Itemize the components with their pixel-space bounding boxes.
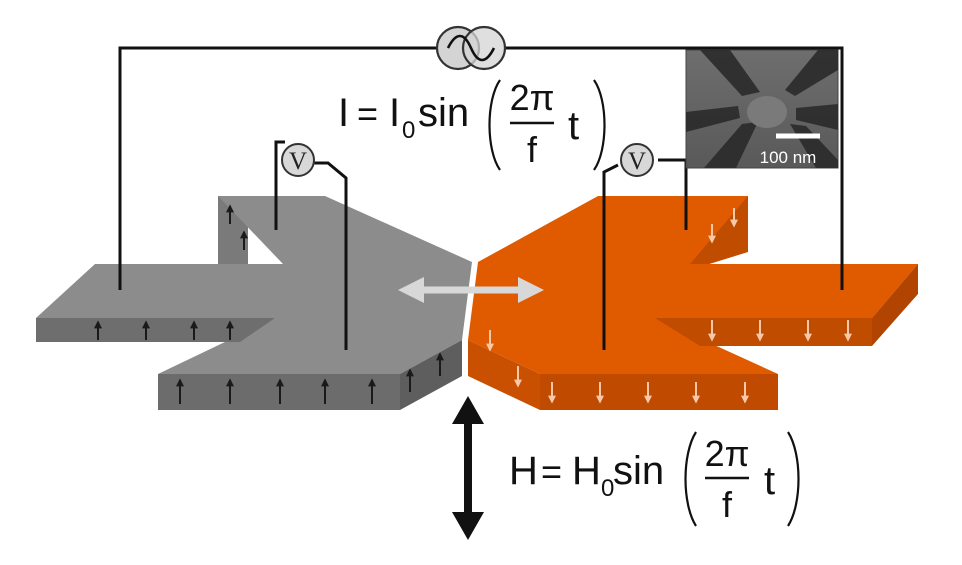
eq-current-denominator: f [527, 129, 538, 170]
eq-current-equals: = [357, 93, 378, 134]
eq-field-amplitude: H [572, 449, 601, 493]
left-lower-arm-side [400, 340, 462, 410]
right-electrode-top [468, 196, 918, 374]
eq-current-amplitude: I [389, 91, 400, 135]
double-arrow-icon [452, 396, 484, 540]
right-electrode [468, 196, 918, 410]
current-wire [118, 46, 437, 290]
eq-field-amplitude-sub: 0 [601, 475, 614, 502]
left-electrode [36, 196, 472, 410]
eq-current-amplitude-sub: 0 [402, 117, 415, 144]
voltmeter-right-label: V [628, 148, 646, 175]
eq-current-numerator: 2π [510, 77, 555, 118]
ac-source-icon [435, 25, 507, 71]
left-left-arm-front [36, 318, 275, 342]
eq-field-equals: = [541, 451, 562, 492]
voltmeter-left: V [281, 143, 315, 177]
current-equation: I = I 0 sin 2π f t [338, 77, 606, 171]
voltmeter-right-wire [602, 163, 619, 350]
right-right-arm-end [872, 264, 918, 346]
sem-scale-bar-label: 100 nm [760, 148, 817, 167]
left-electrode-top [36, 196, 472, 374]
eq-field-denominator: f [722, 484, 733, 525]
eq-current-func: sin [418, 91, 469, 135]
right-lower-arm-side [468, 340, 540, 410]
eq-current-lhs: I [338, 91, 349, 135]
voltmeter-left-wire [312, 161, 348, 350]
voltmeter-left-label: V [289, 148, 307, 175]
domain-wall-double-arrow [398, 277, 544, 303]
sem-inset: 100 nm [685, 49, 839, 169]
magnetization-arrows-down [486, 208, 852, 404]
eq-field-numerator: 2π [705, 433, 750, 474]
field-equation: H = H 0 sin 2π f t [509, 431, 800, 527]
voltmeter-left-wire [274, 140, 285, 230]
circuit-wires [118, 46, 844, 350]
voltmeter-right: V [620, 143, 654, 177]
eq-field-func: sin [613, 449, 664, 493]
voltmeter-icon [281, 143, 315, 177]
eq-current-var: t [568, 104, 579, 148]
magnetization-arrows-up [94, 204, 444, 404]
eq-field-var: t [764, 459, 775, 503]
eq-field-lhs: H [509, 449, 538, 493]
current-wire [505, 46, 844, 290]
voltmeter-icon [620, 143, 654, 177]
right-lower-arm-front [540, 374, 778, 410]
